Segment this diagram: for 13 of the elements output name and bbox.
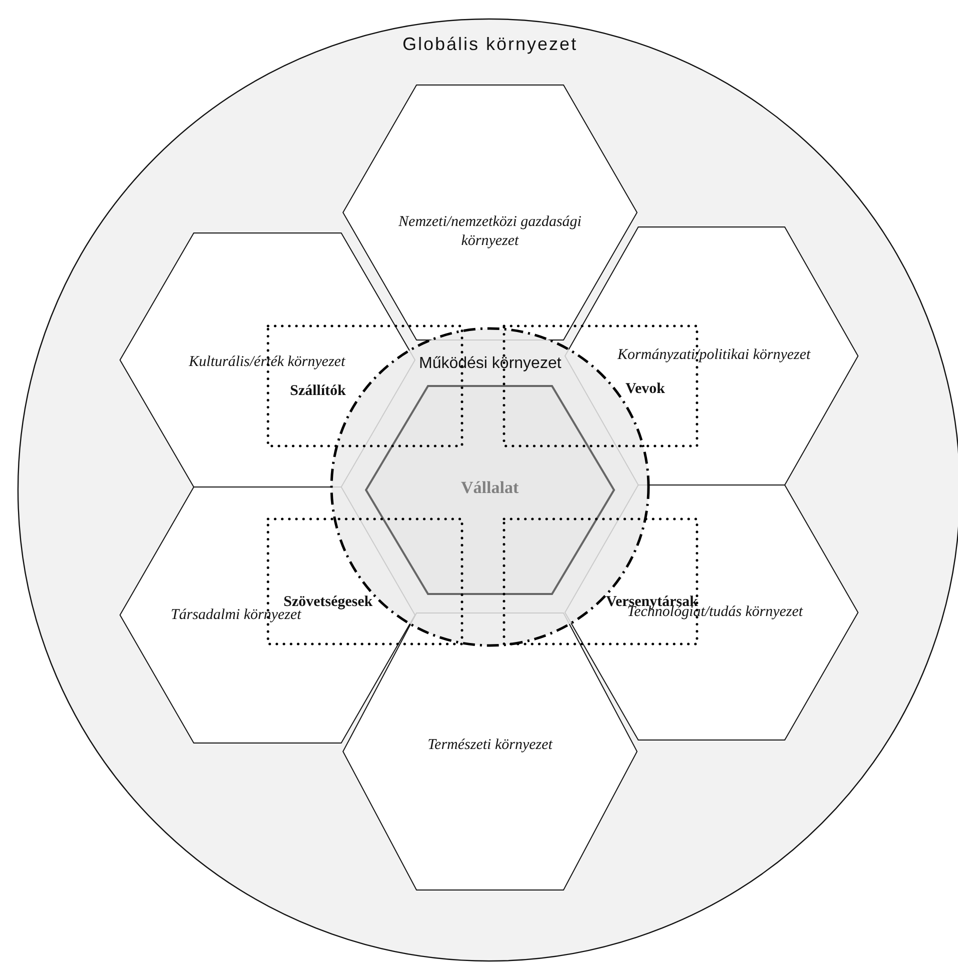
stakeholder-label: Szállítók	[290, 382, 346, 400]
region-label: Kulturális/érték környezet	[188, 352, 346, 372]
stakeholder-label: Szövetségesek	[284, 592, 373, 610]
region-label: Kormányzati/politikai környezet	[616, 346, 812, 364]
circle-title: Globális környezet	[402, 32, 578, 55]
hexagon	[343, 85, 637, 340]
stakeholder-label: Vevok	[626, 380, 665, 398]
region-label: Társadalmi környezet	[170, 606, 302, 624]
region-label: Természeti környezet	[426, 736, 554, 754]
company-label: Vállalat	[461, 476, 519, 498]
region-label: Nemzeti/nemzetközi gazdasági környezet	[398, 213, 582, 250]
company-hexagon	[366, 386, 614, 594]
circle-label: Működési környezet	[419, 354, 562, 374]
